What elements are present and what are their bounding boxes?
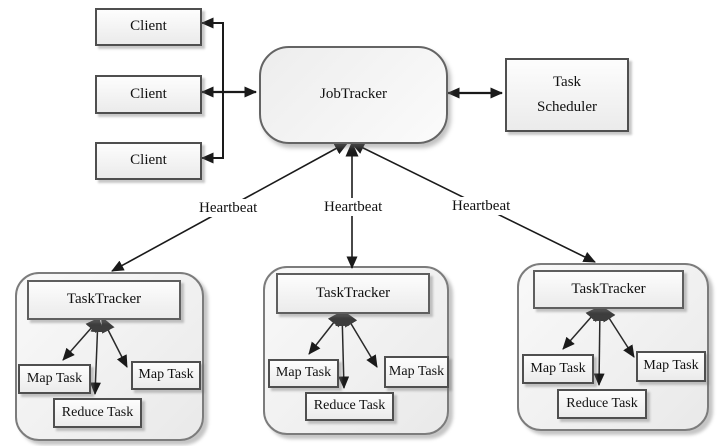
heartbeat-label-right: Heartbeat (449, 197, 514, 215)
tracker-left-map1-arrow (62, 316, 102, 361)
map-task-box: Map Task (636, 351, 706, 382)
tasktracker-box-middle: TaskTracker (276, 273, 430, 314)
tracker-middle-map1-arrow (308, 310, 344, 355)
tracker-middle-map2-arrow (342, 310, 378, 368)
reduce-task-box: Reduce Task (305, 392, 394, 421)
client-box-1: Client (95, 8, 202, 46)
map-task-box: Map Task (384, 356, 449, 388)
client-box-3: Client (95, 142, 202, 180)
tracker-middle-reduce-arrow (335, 310, 350, 389)
reduce-task-box: Reduce Task (53, 398, 142, 428)
reduce-task-box: Reduce Task (557, 389, 647, 419)
heartbeat-label-middle: Heartbeat (321, 198, 386, 216)
map-task-box: Map Task (268, 359, 339, 388)
client-box-2: Client (95, 75, 202, 114)
tracker-left-reduce-arrow (89, 316, 105, 395)
tracker-right-map1-arrow (562, 305, 602, 350)
tasktracker-box-left: TaskTracker (27, 280, 181, 320)
task-scheduler-line1: Task (552, 73, 582, 90)
tasktracker-box-right: TaskTracker (533, 270, 684, 309)
map-task-box: Map Task (522, 354, 594, 384)
map-task-box: Map Task (131, 361, 201, 390)
tracker-right-map2-arrow (600, 305, 635, 358)
tracker-right-reduce-arrow (592, 305, 607, 386)
tracker-left-map2-arrow (101, 316, 128, 368)
task-scheduler-line2: Scheduler (537, 99, 597, 115)
heartbeat-label-left: Heartbeat (196, 199, 261, 217)
map-task-box: Map Task (18, 364, 91, 394)
jobtracker-box: JobTracker (259, 46, 448, 144)
task-scheduler-box: Task Scheduler (505, 58, 629, 132)
client-connector-line (201, 17, 224, 164)
